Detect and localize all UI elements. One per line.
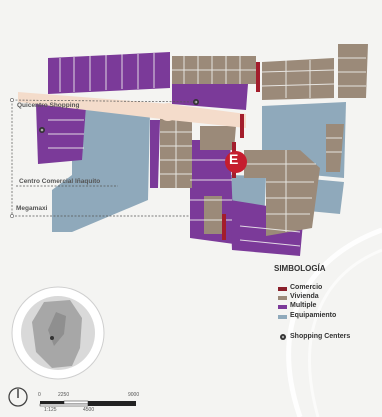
legend-item-vivienda: Vivienda [290, 293, 319, 300]
zone-multiple [150, 120, 160, 188]
label-ihaquito: Centro Comercial Iñaquito [19, 178, 101, 185]
legend-swatch-vivienda [278, 296, 287, 300]
zone-comercio [256, 62, 260, 92]
zone-comercio [222, 214, 226, 240]
lot-lines [48, 53, 366, 247]
decorative-arc [308, 248, 382, 417]
shopping-center-marker [40, 128, 44, 132]
scale-bar [39, 400, 136, 407]
location-marker-letter: E [229, 151, 239, 167]
zone-multiple [172, 84, 248, 110]
decorative-arc [286, 227, 382, 417]
label-quicentro: Quicentro Shopping [17, 102, 80, 109]
zone-vivienda [204, 196, 222, 234]
legend-item-comercio: Comercio [290, 284, 323, 291]
north-arrow [8, 387, 28, 407]
label-megamaxi: Megamaxi [16, 205, 48, 212]
scale-tick-4500: 4500 [83, 407, 95, 413]
label-point [10, 214, 14, 218]
zone-multiple [48, 52, 170, 94]
location-marker [225, 151, 247, 173]
zone-vivienda [200, 126, 236, 150]
scale-tick-9000: 9000 [128, 392, 140, 398]
legend-title: SIMBOLOGÍA [274, 264, 326, 273]
legend-shopping-label: Shopping Centers [290, 333, 351, 340]
label-point [10, 98, 14, 102]
legend-swatch-equipamiento [278, 315, 287, 319]
scale-ratio: 1:125 [44, 407, 57, 413]
zone-comercio [240, 114, 244, 138]
legend-item-equipamiento: Equipamiento [290, 312, 337, 319]
inset-map [11, 286, 105, 380]
legend-swatch-multiple [278, 305, 287, 309]
shopping-center-marker [194, 100, 198, 104]
scale-tick-2250: 2250 [58, 392, 70, 398]
roundabout [159, 103, 177, 121]
zone-vivienda [326, 124, 344, 172]
legend-shopping-icon [281, 335, 285, 339]
scale-tick-0: 0 [38, 392, 41, 398]
zone-vivienda [338, 44, 368, 98]
legend-item-multiple: Multiple [290, 302, 317, 309]
legend-swatch-comercio [278, 287, 287, 291]
zone-vivienda [262, 58, 334, 100]
